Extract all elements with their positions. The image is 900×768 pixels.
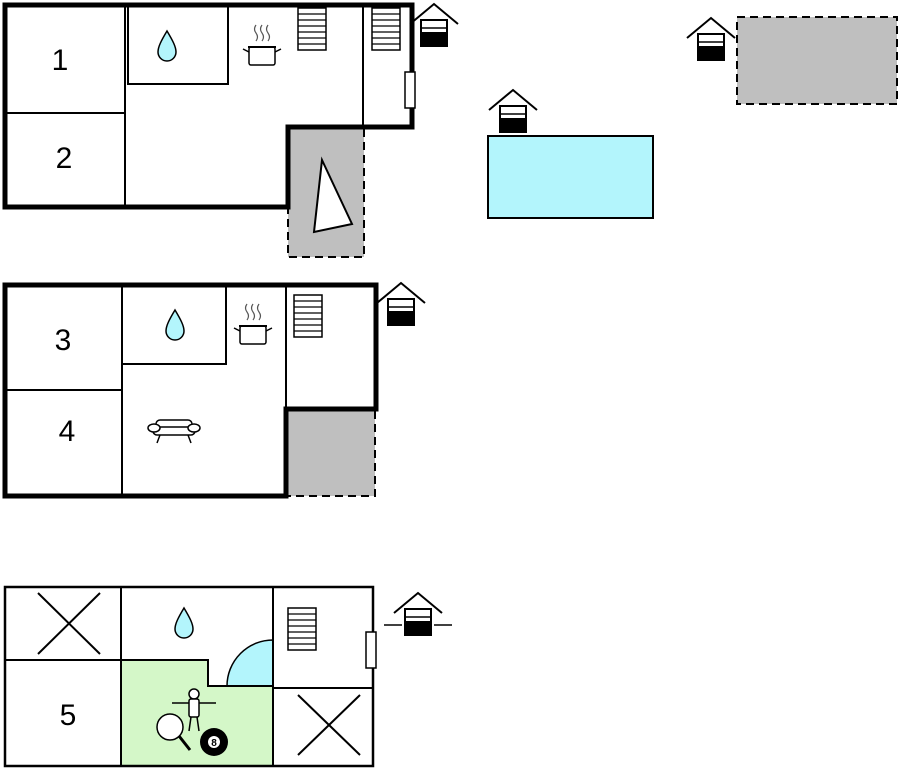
pool (487, 135, 654, 219)
floor-3-outer-wall (3, 585, 375, 768)
room-number-4: 4 (59, 415, 76, 448)
bathroom-water-drop-icon (165, 309, 185, 341)
crossed-space (37, 592, 101, 655)
floor-2: 3 4 (2, 282, 426, 499)
outdoor-area (487, 16, 898, 219)
door-icon (404, 71, 416, 109)
foosball-icon (172, 688, 216, 732)
kitchen-pot-icon (233, 303, 273, 345)
bathroom-water-drop-icon (174, 607, 194, 639)
shower-quarter-icon (226, 639, 274, 687)
room-number-5: 5 (60, 699, 77, 732)
terrace-triangle-icon (312, 156, 354, 234)
floor-1: 1 2 (2, 2, 459, 258)
crossed-space (297, 694, 361, 756)
parking-entrance-house-icon (686, 17, 736, 61)
staircase-icon (297, 7, 327, 51)
terrace-area (285, 408, 376, 497)
bathroom-water-drop-icon (157, 30, 177, 62)
door-icon (365, 631, 377, 669)
table-tennis-icon (156, 713, 192, 751)
room-number-2: 2 (56, 142, 73, 175)
staircase-icon (287, 607, 317, 651)
entrance-house-icon (384, 592, 452, 636)
floor-3: 5 8 (3, 585, 452, 768)
staircase-icon (371, 7, 401, 51)
billiard-ball-icon: 8 (200, 728, 228, 756)
entrance-house-icon (376, 282, 426, 326)
floor-2-outer-wall (2, 282, 379, 499)
staircase-icon (293, 294, 323, 338)
billiard-ball-number: 8 (211, 738, 217, 749)
room-number-1: 1 (52, 44, 69, 77)
kitchen-pot-icon (242, 24, 282, 66)
room-number-3: 3 (55, 324, 72, 357)
sofa-icon (147, 419, 201, 444)
pool-entrance-house-icon (488, 89, 538, 133)
floor-1-outer-wall (2, 2, 415, 210)
parking-area (736, 16, 898, 105)
entrance-house-icon (409, 3, 459, 47)
